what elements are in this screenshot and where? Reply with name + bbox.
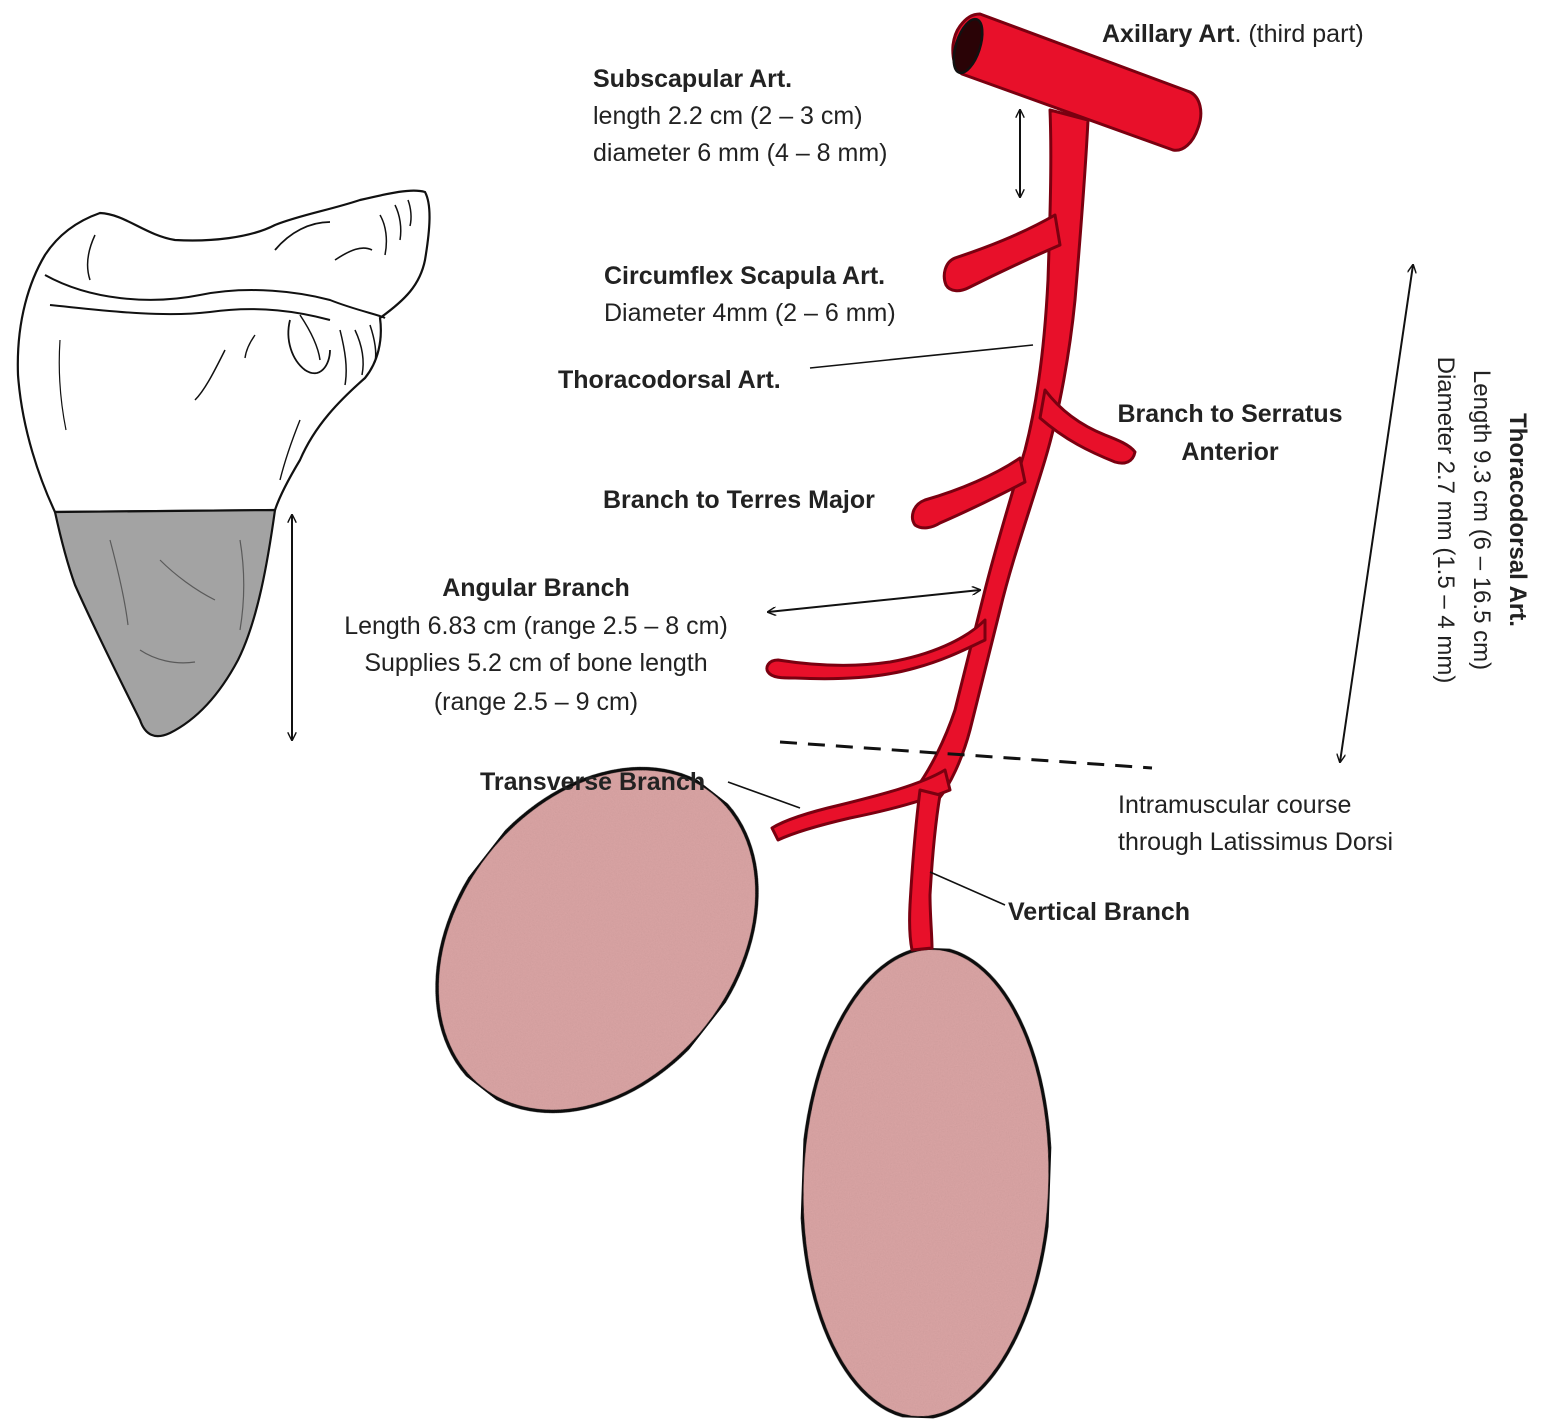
angular-range: (range 2.5 – 9 cm) <box>434 688 638 716</box>
thoracodorsal-vertical-label: Thoracodorsal Art. Length 9.3 cm (6 – 16… <box>1432 357 1531 684</box>
thoracodorsal-length-arrow <box>1340 265 1413 762</box>
subscapular-trunk <box>915 110 1088 800</box>
serratus-label: Branch to Serratus Anterior <box>1117 400 1342 466</box>
serratus-line2: Anterior <box>1181 438 1279 466</box>
circumflex-scapular-branch <box>944 215 1060 291</box>
circumflex-label: Circumflex Scapula Art. Diameter 4mm (2 … <box>604 262 896 327</box>
intramuscular-label: Intramuscular course through Latissimus … <box>1118 791 1393 856</box>
angular-length-arrow <box>768 590 980 612</box>
vertical-label: Vertical Branch <box>1008 898 1190 926</box>
intramuscular-line2: through Latissimus Dorsi <box>1118 828 1393 856</box>
intramuscular-line1: Intramuscular course <box>1118 791 1351 819</box>
teres-major-label: Branch to Terres Major <box>603 486 875 514</box>
serratus-line1: Branch to Serratus <box>1117 400 1342 428</box>
vertical-branch <box>910 790 940 950</box>
thoracodorsal-vertical-length: Length 9.3 cm (6 – 16.5 cm) <box>1468 370 1495 670</box>
scapula-shaded-region <box>55 510 275 736</box>
subscapular-label: Subscapular Art. length 2.2 cm (2 – 3 cm… <box>593 65 888 167</box>
angular-branch <box>767 620 985 679</box>
thoracodorsal-label: Thoracodorsal Art. <box>558 366 781 394</box>
vertical-skin-paddle <box>794 944 1058 1422</box>
angular-supplies: Supplies 5.2 cm of bone length <box>364 649 707 677</box>
angular-length: Length 6.83 cm (range 2.5 – 8 cm) <box>344 612 728 640</box>
subscapular-name: Subscapular Art. <box>593 65 792 93</box>
circumflex-name: Circumflex Scapula Art. <box>604 262 885 290</box>
subscapular-length: length 2.2 cm (2 – 3 cm) <box>593 102 863 130</box>
vertical-leader <box>930 872 1005 905</box>
angular-name: Angular Branch <box>442 574 630 602</box>
thoracodorsal-vertical-diameter: Diameter 2.7 mm (1.5 – 4 mm) <box>1432 357 1459 684</box>
circumflex-diameter: Diameter 4mm (2 – 6 mm) <box>604 299 896 327</box>
axillary-label: Axillary Art. (third part) <box>1102 20 1364 48</box>
subscapular-diameter: diameter 6 mm (4 – 8 mm) <box>593 139 888 167</box>
thoracodorsal-leader <box>810 345 1033 368</box>
transverse-leader <box>728 782 800 808</box>
angular-label: Angular Branch Length 6.83 cm (range 2.5… <box>344 574 728 716</box>
thoracodorsal-vertical-name: Thoracodorsal Art. <box>1504 413 1531 627</box>
transverse-label: Transverse Branch <box>480 768 705 796</box>
